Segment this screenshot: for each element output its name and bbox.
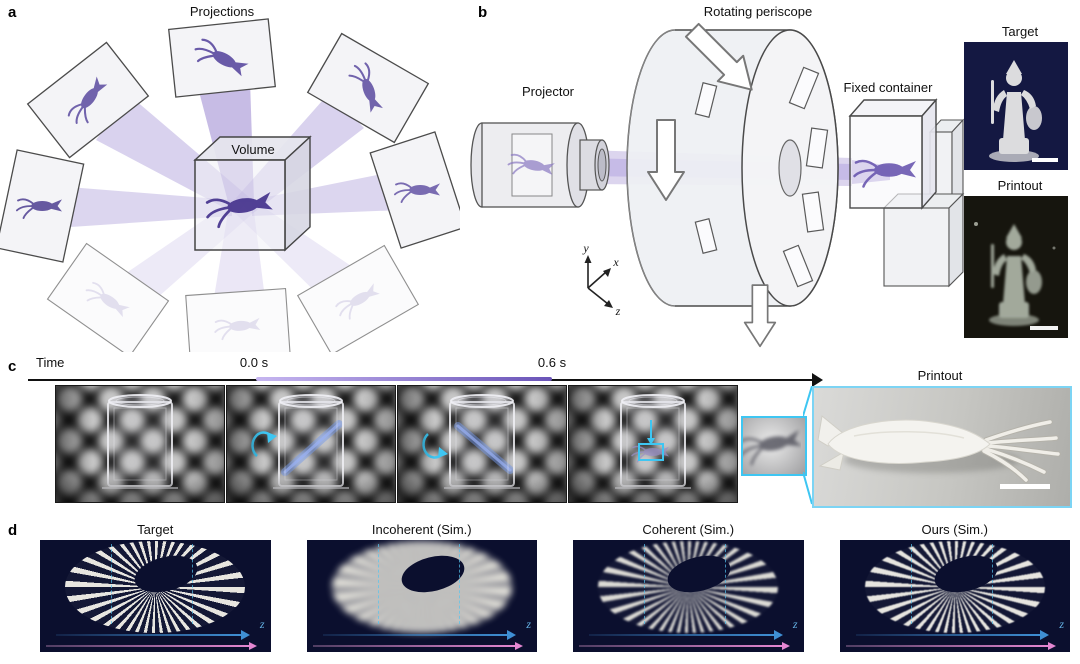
rotation-arrow-bottom bbox=[743, 284, 777, 348]
zoom-inset bbox=[741, 416, 807, 476]
dashed-guide-line bbox=[644, 544, 646, 624]
scan-axis-line bbox=[845, 642, 1057, 650]
dashed-guide-line bbox=[111, 544, 113, 624]
timelapse-frame-4 bbox=[568, 385, 738, 503]
printout-closeup-photo bbox=[812, 386, 1072, 508]
dashed-guide-line bbox=[458, 544, 460, 624]
sim-title-ours: Ours (Sim.) bbox=[921, 522, 988, 537]
z-axis-arrow: z bbox=[322, 617, 531, 640]
target-label: Target bbox=[1001, 24, 1039, 39]
z-axis-label: z bbox=[526, 617, 531, 631]
sim-panel-incoherent: z bbox=[306, 540, 537, 652]
projections-label: Projections bbox=[189, 4, 255, 19]
torus-render bbox=[864, 541, 1045, 634]
z-axis-label: z bbox=[1059, 617, 1064, 631]
panel-b-printer-schematic: y x z b Projector Rotating periscope Fix… bbox=[460, 0, 965, 352]
sim-cell-ours: Ours (Sim.) z bbox=[839, 522, 1070, 652]
sim-cell-incoherent: Incoherent (Sim.) z bbox=[306, 522, 537, 652]
torus-render bbox=[331, 541, 512, 634]
rotating-periscope-drum bbox=[626, 29, 839, 307]
exposure-duration-bar bbox=[256, 377, 552, 381]
sim-cell-coherent: Coherent (Sim.) z bbox=[573, 522, 804, 652]
printed-part-in-jar bbox=[631, 445, 670, 463]
dashed-guide-line bbox=[910, 544, 912, 624]
time-label: Time bbox=[36, 355, 65, 370]
panel-label-c: c bbox=[8, 358, 17, 375]
dashed-guide-line bbox=[991, 544, 993, 624]
dashed-guide-line bbox=[725, 544, 727, 624]
projection-plane-bottom-left bbox=[46, 242, 170, 352]
projection-plane-top bbox=[168, 18, 276, 98]
panel-label-a: a bbox=[8, 4, 17, 21]
axis-x-label: x bbox=[612, 255, 619, 269]
z-axis-label: z bbox=[792, 617, 798, 631]
torus-render bbox=[65, 541, 246, 634]
rotation-arrow-top bbox=[684, 22, 753, 91]
projection-plane-left bbox=[0, 149, 85, 263]
axis-z-label: z bbox=[615, 304, 621, 318]
rotation-direction-icon bbox=[251, 431, 272, 457]
simulation-grid: Target z Incoherent (Sim.) bbox=[40, 522, 1070, 652]
projection-plane-bottom-right bbox=[296, 244, 420, 352]
scan-axis-line bbox=[579, 642, 790, 650]
projector-label: Projector bbox=[521, 84, 575, 99]
time-start-label: 0.0 s bbox=[239, 355, 269, 370]
timelapse-frame-2 bbox=[226, 385, 396, 503]
volume-cube bbox=[193, 135, 312, 252]
projector-body bbox=[470, 122, 610, 208]
scan-axis-line bbox=[46, 642, 257, 650]
projection-plane-bottom-center bbox=[185, 288, 291, 352]
panel-label-d: d bbox=[8, 522, 18, 539]
time-end-label: 0.6 s bbox=[537, 355, 567, 370]
rotation-arrow-left bbox=[647, 119, 685, 201]
axis-y-label: y bbox=[582, 241, 589, 255]
sim-title-target: Target bbox=[137, 522, 174, 537]
projection-plane-top-right bbox=[306, 32, 430, 144]
printout-photo bbox=[964, 196, 1068, 338]
timelapse-frame-3 bbox=[397, 385, 567, 503]
printout-label-b: Printout bbox=[997, 178, 1043, 193]
z-axis-label: z bbox=[259, 617, 265, 631]
coordinate-axes: y x z bbox=[582, 241, 620, 318]
zoom-connector-lines bbox=[803, 386, 812, 505]
panel-b-photo-column: Target bbox=[960, 0, 1080, 352]
projection-plane-top-left bbox=[26, 41, 150, 159]
scan-axis-line bbox=[312, 642, 524, 650]
panel-label-b: b bbox=[478, 4, 488, 21]
sim-panel-coherent: z bbox=[573, 540, 804, 652]
scale-bar bbox=[1000, 484, 1050, 489]
time-axis-arrowhead bbox=[812, 373, 823, 387]
printed-squid-closeup bbox=[817, 415, 1061, 483]
sim-title-incoherent: Incoherent (Sim.) bbox=[371, 522, 472, 537]
dashed-guide-line bbox=[192, 544, 194, 624]
sim-panel-ours: z bbox=[839, 540, 1070, 652]
z-axis-arrow: z bbox=[855, 617, 1064, 640]
panel-c-timelapse: c Time 0.0 s 0.6 s bbox=[0, 352, 1080, 520]
target-photo bbox=[964, 42, 1068, 170]
printer-schematic-drawing: y x z bbox=[470, 22, 965, 348]
periscope-label: Rotating periscope bbox=[703, 4, 813, 19]
zoom-region-box bbox=[638, 443, 664, 461]
sim-cell-target: Target z bbox=[40, 522, 271, 652]
sim-title-coherent: Coherent (Sim.) bbox=[642, 522, 735, 537]
rotation-direction-icon bbox=[422, 433, 443, 459]
fixed-container-box bbox=[848, 98, 938, 210]
torus-render bbox=[598, 541, 779, 634]
printout-label-c: Printout bbox=[917, 368, 963, 383]
scale-bar bbox=[1030, 326, 1058, 330]
z-axis-arrow: z bbox=[589, 617, 798, 640]
volume-label: Volume bbox=[231, 142, 275, 157]
container-label: Fixed container bbox=[843, 80, 933, 95]
zoom-pointer-arrow bbox=[647, 438, 655, 445]
projections-volume-schematic bbox=[0, 18, 460, 352]
scale-bar bbox=[1032, 158, 1058, 162]
panel-d-simulations: d Target z Incoherent (Sim.) bbox=[0, 520, 1080, 664]
z-axis-arrow: z bbox=[56, 617, 265, 640]
sim-panel-target: z bbox=[40, 540, 271, 652]
dashed-guide-line bbox=[377, 544, 379, 624]
panel-a-projections-diagram: a Projections Volume bbox=[0, 0, 460, 352]
timelapse-frame-1 bbox=[55, 385, 225, 503]
projection-plane-right bbox=[369, 131, 460, 249]
